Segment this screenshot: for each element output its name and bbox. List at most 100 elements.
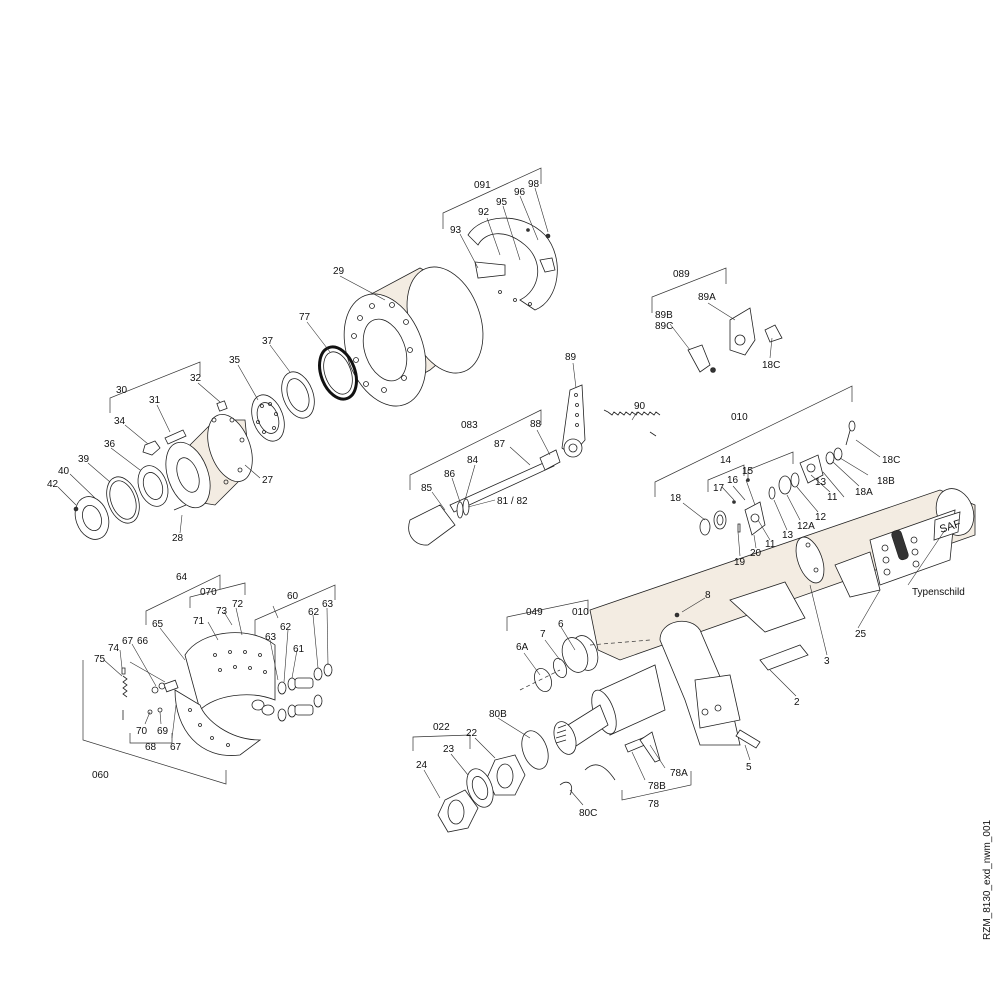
callout-label: 18B [877, 476, 895, 487]
callout-label: 18A [855, 487, 873, 498]
callout-label: 67 [170, 742, 182, 753]
callout-label: 80B [489, 709, 507, 720]
callout-label: 61 [293, 644, 305, 655]
callout-label: 78A [670, 768, 688, 779]
callout-label: 35 [229, 355, 241, 366]
callout-label: 060 [92, 770, 109, 781]
callout-label: 89A [698, 292, 716, 303]
callout-label: 81 / 82 [497, 496, 528, 507]
callout-label: 78 [648, 799, 660, 810]
stub-axle [519, 635, 666, 755]
callout-label: 070 [200, 587, 217, 598]
callout-label: 010 [731, 412, 748, 423]
callout-label: Typenschild [912, 587, 965, 598]
return-spring [603, 409, 661, 437]
callout-label: 74 [108, 643, 120, 654]
callout-label: 88 [530, 419, 542, 430]
callout-label: 22 [466, 728, 478, 739]
callout-label: 70 [136, 726, 148, 737]
callout-label: 98 [528, 179, 540, 190]
callout-label: 89C [655, 321, 673, 332]
axle-beam [589, 488, 976, 746]
brake-drum [343, 266, 484, 407]
callout-label: 95 [496, 197, 508, 208]
callout-label: 37 [262, 336, 274, 347]
callout-label: 66 [137, 636, 149, 647]
callout-label: 25 [855, 629, 867, 640]
callout-label: 63 [322, 599, 334, 610]
callout-label: 17 [713, 483, 725, 494]
callout-label: 089 [673, 269, 690, 280]
pins-and-bolts [584, 729, 761, 781]
callout-label: 13 [815, 477, 827, 488]
callout-label: 022 [433, 722, 450, 733]
callout-label: 34 [114, 416, 126, 427]
callout-label: 13 [782, 530, 794, 541]
callout-label: 11 [765, 539, 776, 550]
camshaft-bearing-parts [699, 420, 856, 536]
callout-label: 62 [280, 622, 292, 633]
adjuster-bracket [687, 307, 783, 373]
callout-label: 96 [514, 187, 526, 198]
hub-cap-set [73, 465, 169, 540]
callout-label: 69 [157, 726, 169, 737]
callout-label: 80C [579, 808, 597, 819]
callout-label: 92 [478, 207, 490, 218]
callout-label: 68 [145, 742, 157, 753]
callout-label: 87 [494, 439, 506, 450]
callout-label: 73 [216, 606, 228, 617]
callout-label: 36 [104, 439, 116, 450]
callout-label: 71 [193, 616, 205, 627]
callout-label: 60 [287, 591, 299, 602]
callout-label: 083 [461, 420, 478, 431]
callout-label: 24 [416, 760, 428, 771]
document-id: RZM_8130_exd_nwm_001 [982, 819, 993, 940]
callout-label: 39 [78, 454, 90, 465]
callout-label: 86 [444, 469, 456, 480]
callout-label: 7 [540, 629, 546, 640]
brake-shoes [174, 632, 276, 756]
callout-label: 89 [565, 352, 577, 363]
callout-label: 20 [750, 548, 762, 559]
callout-label: 31 [149, 395, 161, 406]
dust-shield [467, 217, 558, 311]
callout-label: 90 [634, 401, 646, 412]
wheel-hub [165, 414, 253, 511]
callout-label: 28 [172, 533, 184, 544]
callout-label: 30 [116, 385, 128, 396]
callout-label: 32 [190, 373, 202, 384]
callout-label: 15 [742, 466, 754, 477]
slack-adjuster [561, 384, 586, 458]
callout-label: 11 [827, 492, 838, 503]
callout-label: 63 [265, 632, 277, 643]
leader-lines [57, 187, 946, 806]
callout-label: 93 [450, 225, 462, 236]
callout-label: 18C [762, 360, 780, 371]
callout-label: 72 [232, 599, 244, 610]
shoe-rollers [277, 663, 333, 722]
shoe-springs [121, 667, 179, 720]
callout-label: 091 [474, 180, 491, 191]
callout-label: 65 [152, 619, 164, 630]
callout-label: 85 [421, 483, 433, 494]
callout-label: 18C [882, 455, 900, 466]
callout-label: 84 [467, 455, 479, 466]
callout-label: 23 [443, 744, 455, 755]
callout-label: 77 [299, 312, 311, 323]
callout-label: 2 [794, 697, 800, 708]
callout-label: 27 [262, 475, 274, 486]
callout-label: 14 [720, 455, 732, 466]
callout-label: 62 [308, 607, 320, 618]
callout-label: 18 [670, 493, 682, 504]
callout-label: 64 [176, 572, 188, 583]
seal-ring [318, 345, 358, 401]
callout-labels: 091 98 96 95 92 93 29 089 89A 89B 89C 18… [47, 179, 965, 819]
callout-label: 010 [572, 607, 589, 618]
callout-label: 3 [824, 656, 830, 667]
callout-label: 75 [94, 654, 106, 665]
callout-label: 12A [797, 521, 815, 532]
outer-bearing [251, 371, 315, 442]
callout-label: 89B [655, 310, 673, 321]
callout-label: 6 [558, 619, 564, 630]
